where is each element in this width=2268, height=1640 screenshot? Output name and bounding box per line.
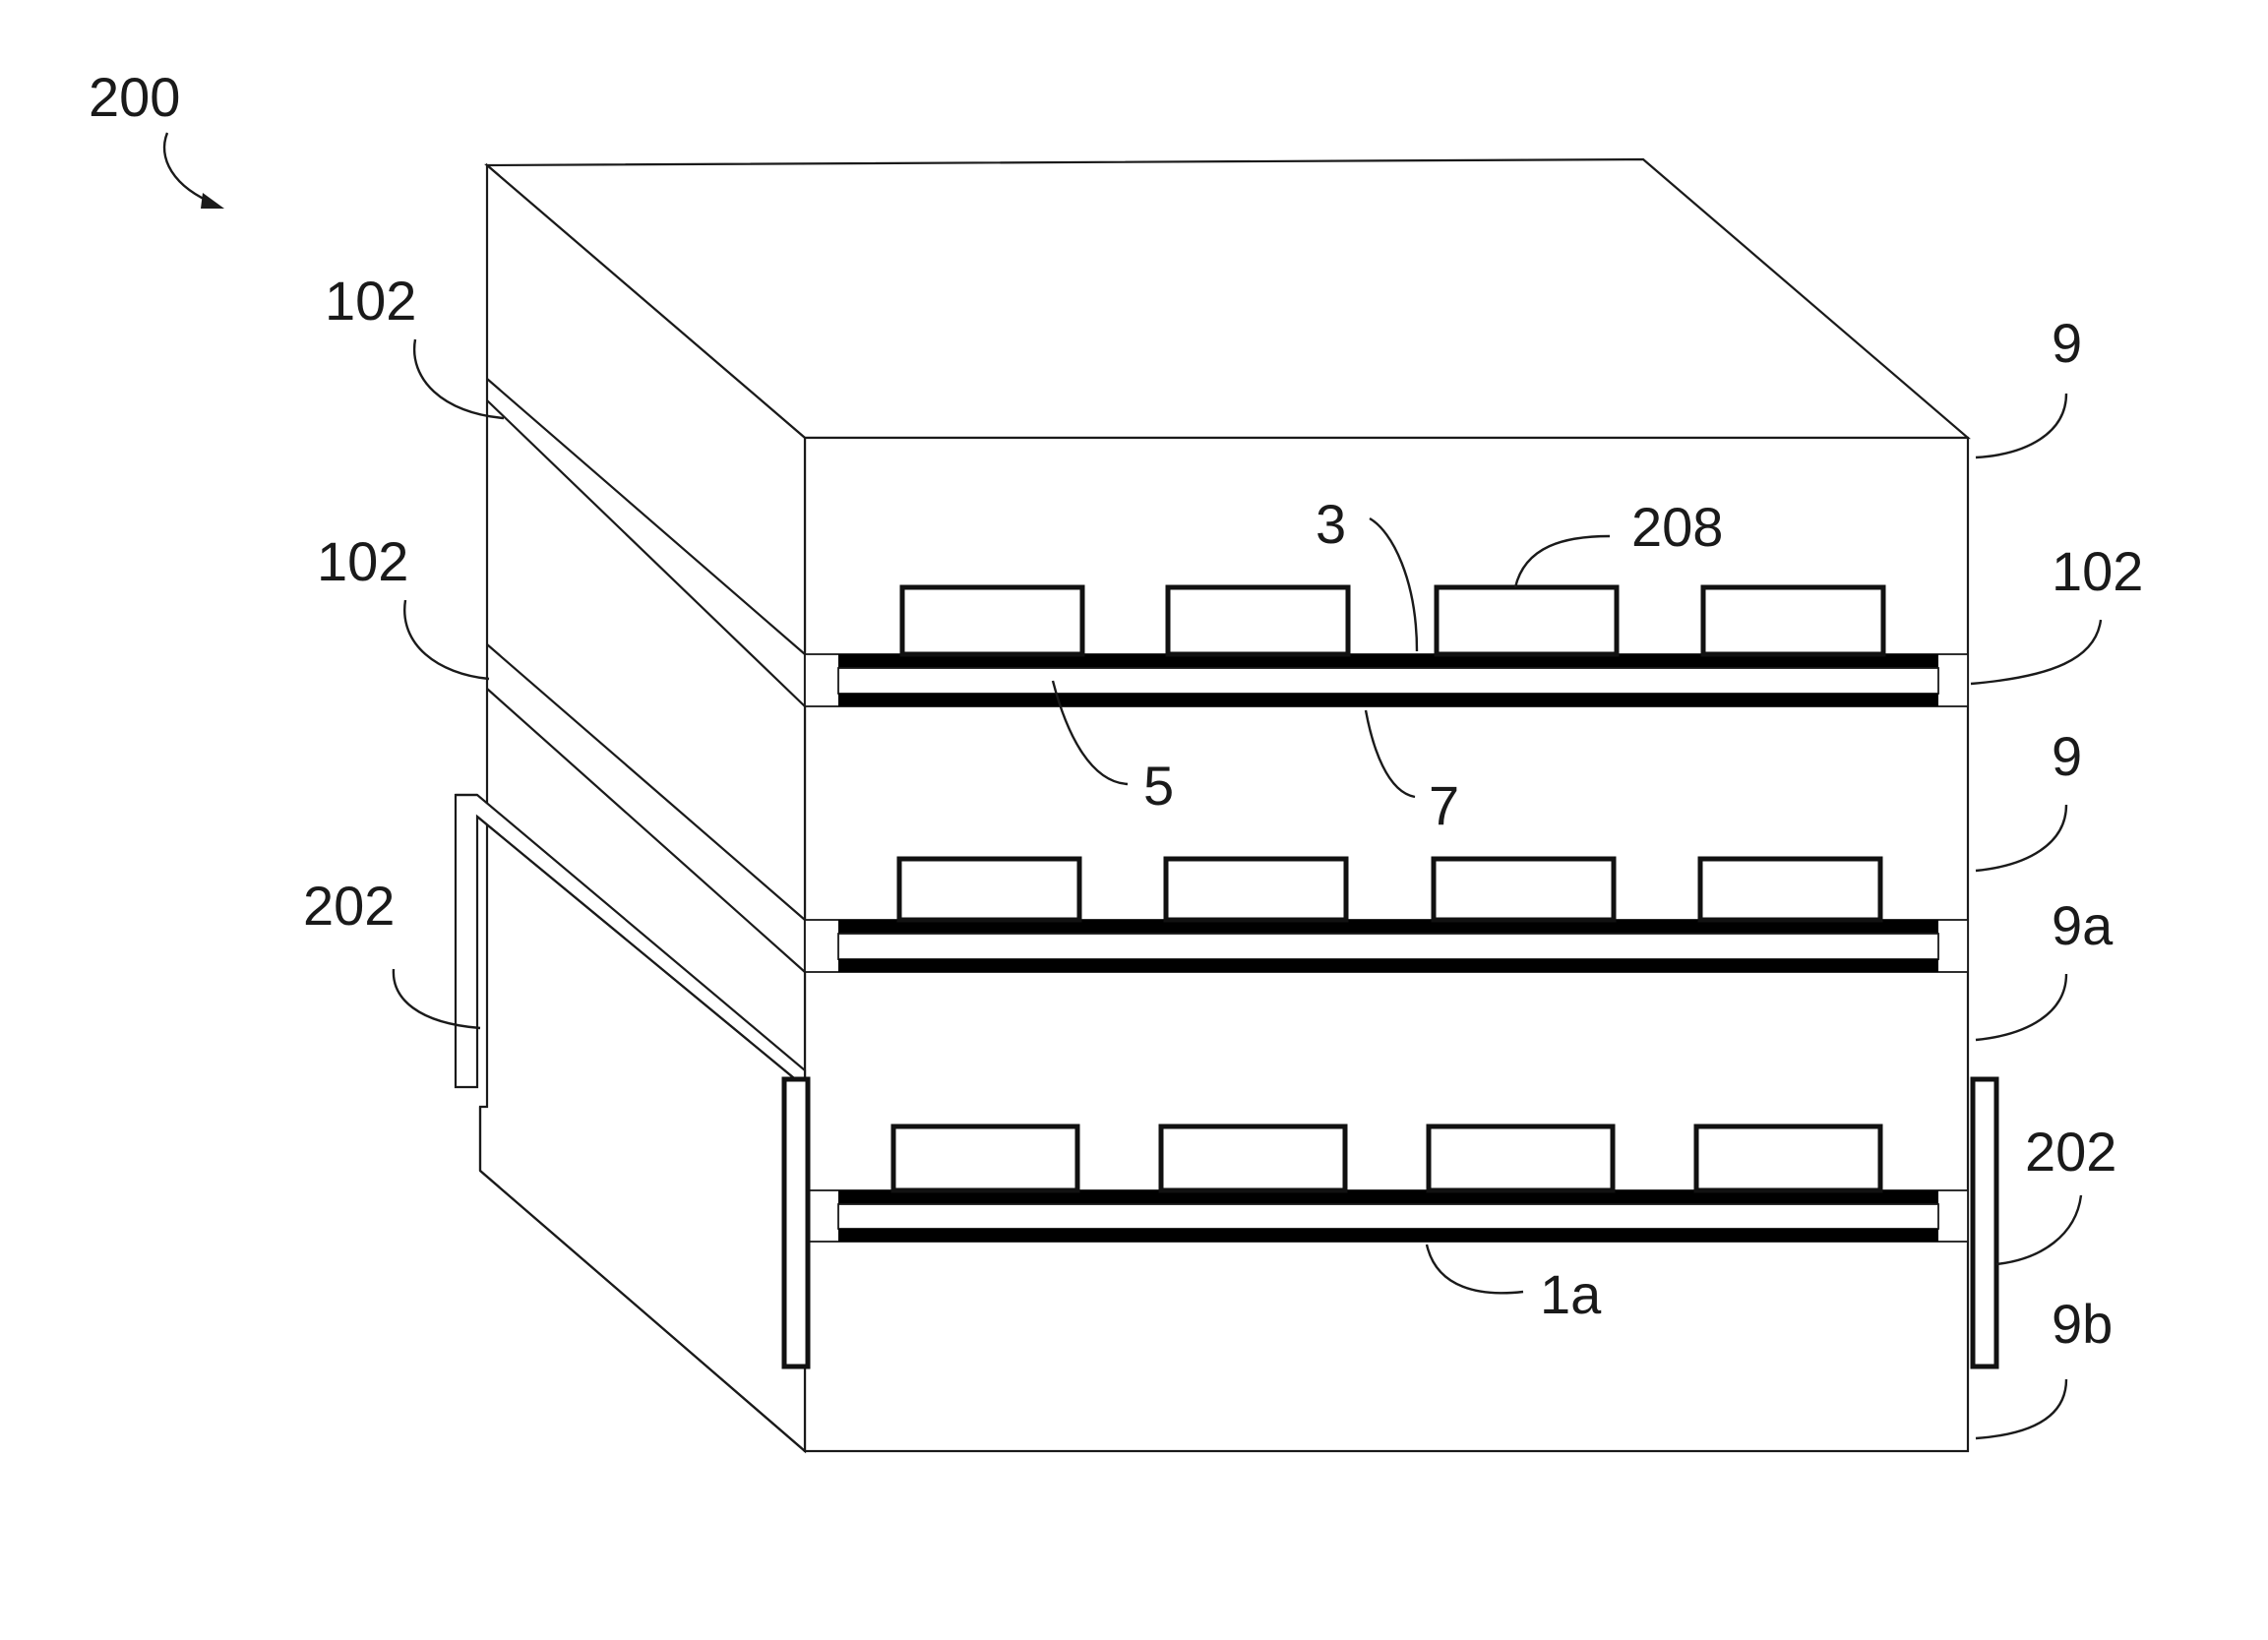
label-102-right: 102 [2052, 540, 2143, 602]
led-chip [1696, 1126, 1880, 1190]
led-chip [1168, 587, 1348, 654]
label-102-mid-left: 102 [317, 530, 408, 592]
led-chip [893, 1126, 1077, 1190]
led-chip [899, 859, 1079, 920]
label-3: 3 [1316, 493, 1346, 555]
core-layer [838, 668, 1938, 694]
label-7: 7 [1429, 774, 1459, 836]
label-9-top: 9 [2052, 312, 2082, 374]
clamp-bar-right [1973, 1079, 1996, 1367]
label-9b: 9b [2052, 1293, 2113, 1355]
led-chip [1429, 1126, 1613, 1190]
led-chip [1437, 587, 1617, 654]
label-1a: 1a [1540, 1263, 1602, 1325]
led-chip [1166, 859, 1346, 920]
led-chip [1434, 859, 1614, 920]
label-102-top-left: 102 [325, 270, 416, 332]
led-chip [1703, 587, 1883, 654]
led-chip [1700, 859, 1880, 920]
label-202-right: 202 [2025, 1121, 2116, 1183]
led-chip [902, 587, 1082, 654]
bottom-metal-layer [838, 694, 1938, 706]
label-200: 200 [89, 66, 180, 128]
enclosure-body [480, 159, 1968, 1451]
led-chip [1161, 1126, 1345, 1190]
label-208: 208 [1631, 496, 1723, 558]
label-202-left: 202 [303, 875, 395, 937]
label-9-mid: 9 [2052, 725, 2082, 787]
arrow-head [201, 193, 224, 209]
label-9a: 9a [2052, 894, 2114, 956]
clamp-bar-left [784, 1079, 808, 1367]
label-5: 5 [1143, 755, 1174, 817]
